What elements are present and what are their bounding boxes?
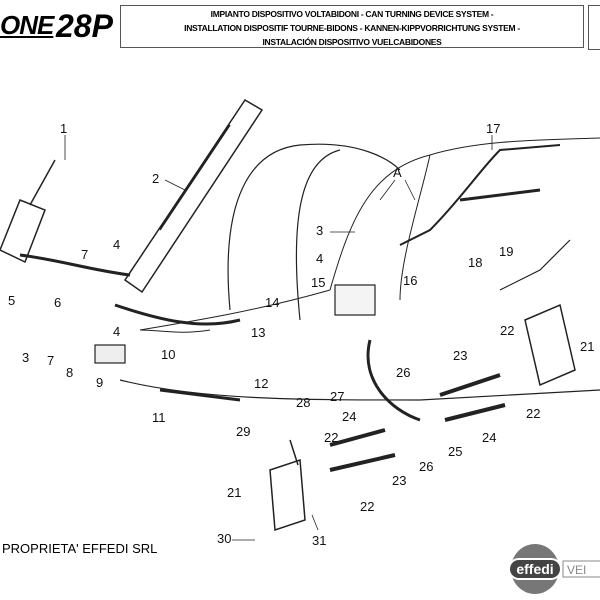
callout-label: 28 bbox=[296, 395, 310, 410]
callout-label: 3 bbox=[316, 223, 323, 238]
hose bbox=[366, 339, 421, 422]
callout-label: 7 bbox=[47, 353, 54, 368]
callout-label: 23 bbox=[392, 473, 406, 488]
title-line: IMPIANTO DISPOSITIVO VOLTABIDONI - CAN T… bbox=[210, 9, 494, 19]
hose bbox=[114, 303, 241, 326]
callout-label: 21 bbox=[227, 485, 241, 500]
callout-label: 17 bbox=[486, 121, 500, 136]
callout-label: 5 bbox=[8, 293, 15, 308]
cylinder-21-lower bbox=[269, 439, 306, 532]
pipe-17 bbox=[399, 144, 561, 246]
callout-label: 18 bbox=[468, 255, 482, 270]
hose-23 bbox=[329, 453, 396, 472]
cylinder-left bbox=[0, 159, 56, 264]
hose bbox=[227, 143, 401, 311]
callout-label: 8 bbox=[66, 365, 73, 380]
hose bbox=[459, 188, 541, 202]
callout-label: 26 bbox=[419, 459, 433, 474]
callout-label: 10 bbox=[161, 347, 175, 362]
callout-label: 4 bbox=[316, 251, 323, 266]
side-box bbox=[588, 5, 600, 50]
logo-text: effedi bbox=[516, 561, 553, 577]
ownership-notice: PROPRIETA' EFFEDI SRL bbox=[2, 541, 158, 556]
leader-lines bbox=[64, 135, 493, 541]
callout-label: 23 bbox=[453, 348, 467, 363]
callout-label: 22 bbox=[360, 499, 374, 514]
title-box: IMPIANTO DISPOSITIVO VOLTABIDONI - CAN T… bbox=[120, 5, 584, 48]
callout-label: 19 bbox=[499, 244, 513, 259]
callout-label: 30 bbox=[217, 531, 231, 546]
callout-label: 22 bbox=[324, 430, 338, 445]
quick-coupling bbox=[94, 344, 126, 364]
hose bbox=[19, 253, 131, 277]
callout-label: 27 bbox=[330, 389, 344, 404]
callout-label: 24 bbox=[342, 409, 356, 424]
callout-label: 29 bbox=[236, 424, 250, 439]
callout-label: 22 bbox=[500, 323, 514, 338]
callout-label: A bbox=[393, 165, 402, 180]
callout-label: 11 bbox=[152, 410, 166, 425]
effedi-logo: effedi VEI bbox=[508, 544, 600, 594]
cylinder-2 bbox=[123, 98, 264, 294]
callout-label: 26 bbox=[396, 365, 410, 380]
callout-label: 3 bbox=[22, 350, 29, 365]
hose bbox=[159, 388, 241, 402]
callout-label: 14 bbox=[265, 295, 279, 310]
callout-label: 24 bbox=[482, 430, 496, 445]
cylinder-21-right bbox=[524, 303, 576, 387]
callout-label: 4 bbox=[113, 324, 120, 339]
brand-logo: ONE bbox=[0, 10, 54, 40]
hose-23 bbox=[439, 373, 501, 397]
callout-label: 25 bbox=[448, 444, 462, 459]
callout-label: 31 bbox=[312, 533, 326, 548]
callout-label: 2 bbox=[152, 171, 159, 186]
callout-label: 4 bbox=[113, 237, 120, 252]
callout-label: 21 bbox=[580, 339, 594, 354]
logo-side-text: VEI bbox=[567, 563, 586, 577]
vehicle-body-outline bbox=[139, 137, 600, 333]
title-line: INSTALACIÓN DISPOSITIVO VUELCABIDONES bbox=[262, 37, 442, 47]
hose bbox=[295, 149, 341, 321]
callout-label: 12 bbox=[254, 376, 268, 391]
callout-label: 9 bbox=[96, 375, 103, 390]
hose bbox=[119, 379, 600, 401]
title-line: INSTALLATION DISPOSITIF TOURNE-BIDONS - … bbox=[184, 23, 520, 33]
hose-24 bbox=[444, 403, 506, 422]
hose-24 bbox=[329, 428, 386, 447]
callout-label: 7 bbox=[81, 247, 88, 262]
callout-label: 16 bbox=[403, 273, 417, 288]
hose bbox=[499, 239, 571, 291]
callout-label: 6 bbox=[54, 295, 61, 310]
callout-label: 15 bbox=[311, 275, 325, 290]
callout-label: 13 bbox=[251, 325, 265, 340]
callout-label: 1 bbox=[60, 121, 67, 136]
valve-block bbox=[334, 284, 376, 316]
model-name: 28P bbox=[56, 8, 113, 44]
callout-label: 22 bbox=[526, 406, 540, 421]
